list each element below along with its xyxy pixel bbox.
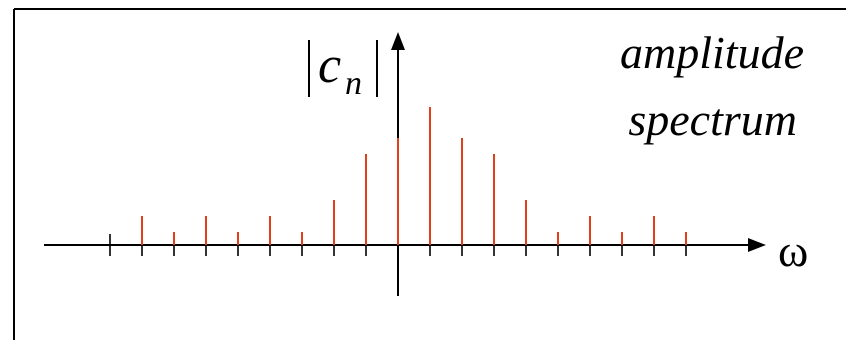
x-axis-symbol: ω — [778, 225, 808, 276]
x-axis-arrowhead — [748, 238, 766, 252]
title-line-1: amplitude — [620, 27, 804, 78]
spectrum-lines — [141, 107, 687, 245]
title-line-2: spectrum — [628, 94, 797, 145]
y-axis-symbol: c — [318, 37, 341, 94]
y-axis-subscript: n — [345, 65, 362, 102]
y-axis-arrowhead — [391, 32, 405, 50]
y-axis-label: c n — [308, 37, 378, 102]
